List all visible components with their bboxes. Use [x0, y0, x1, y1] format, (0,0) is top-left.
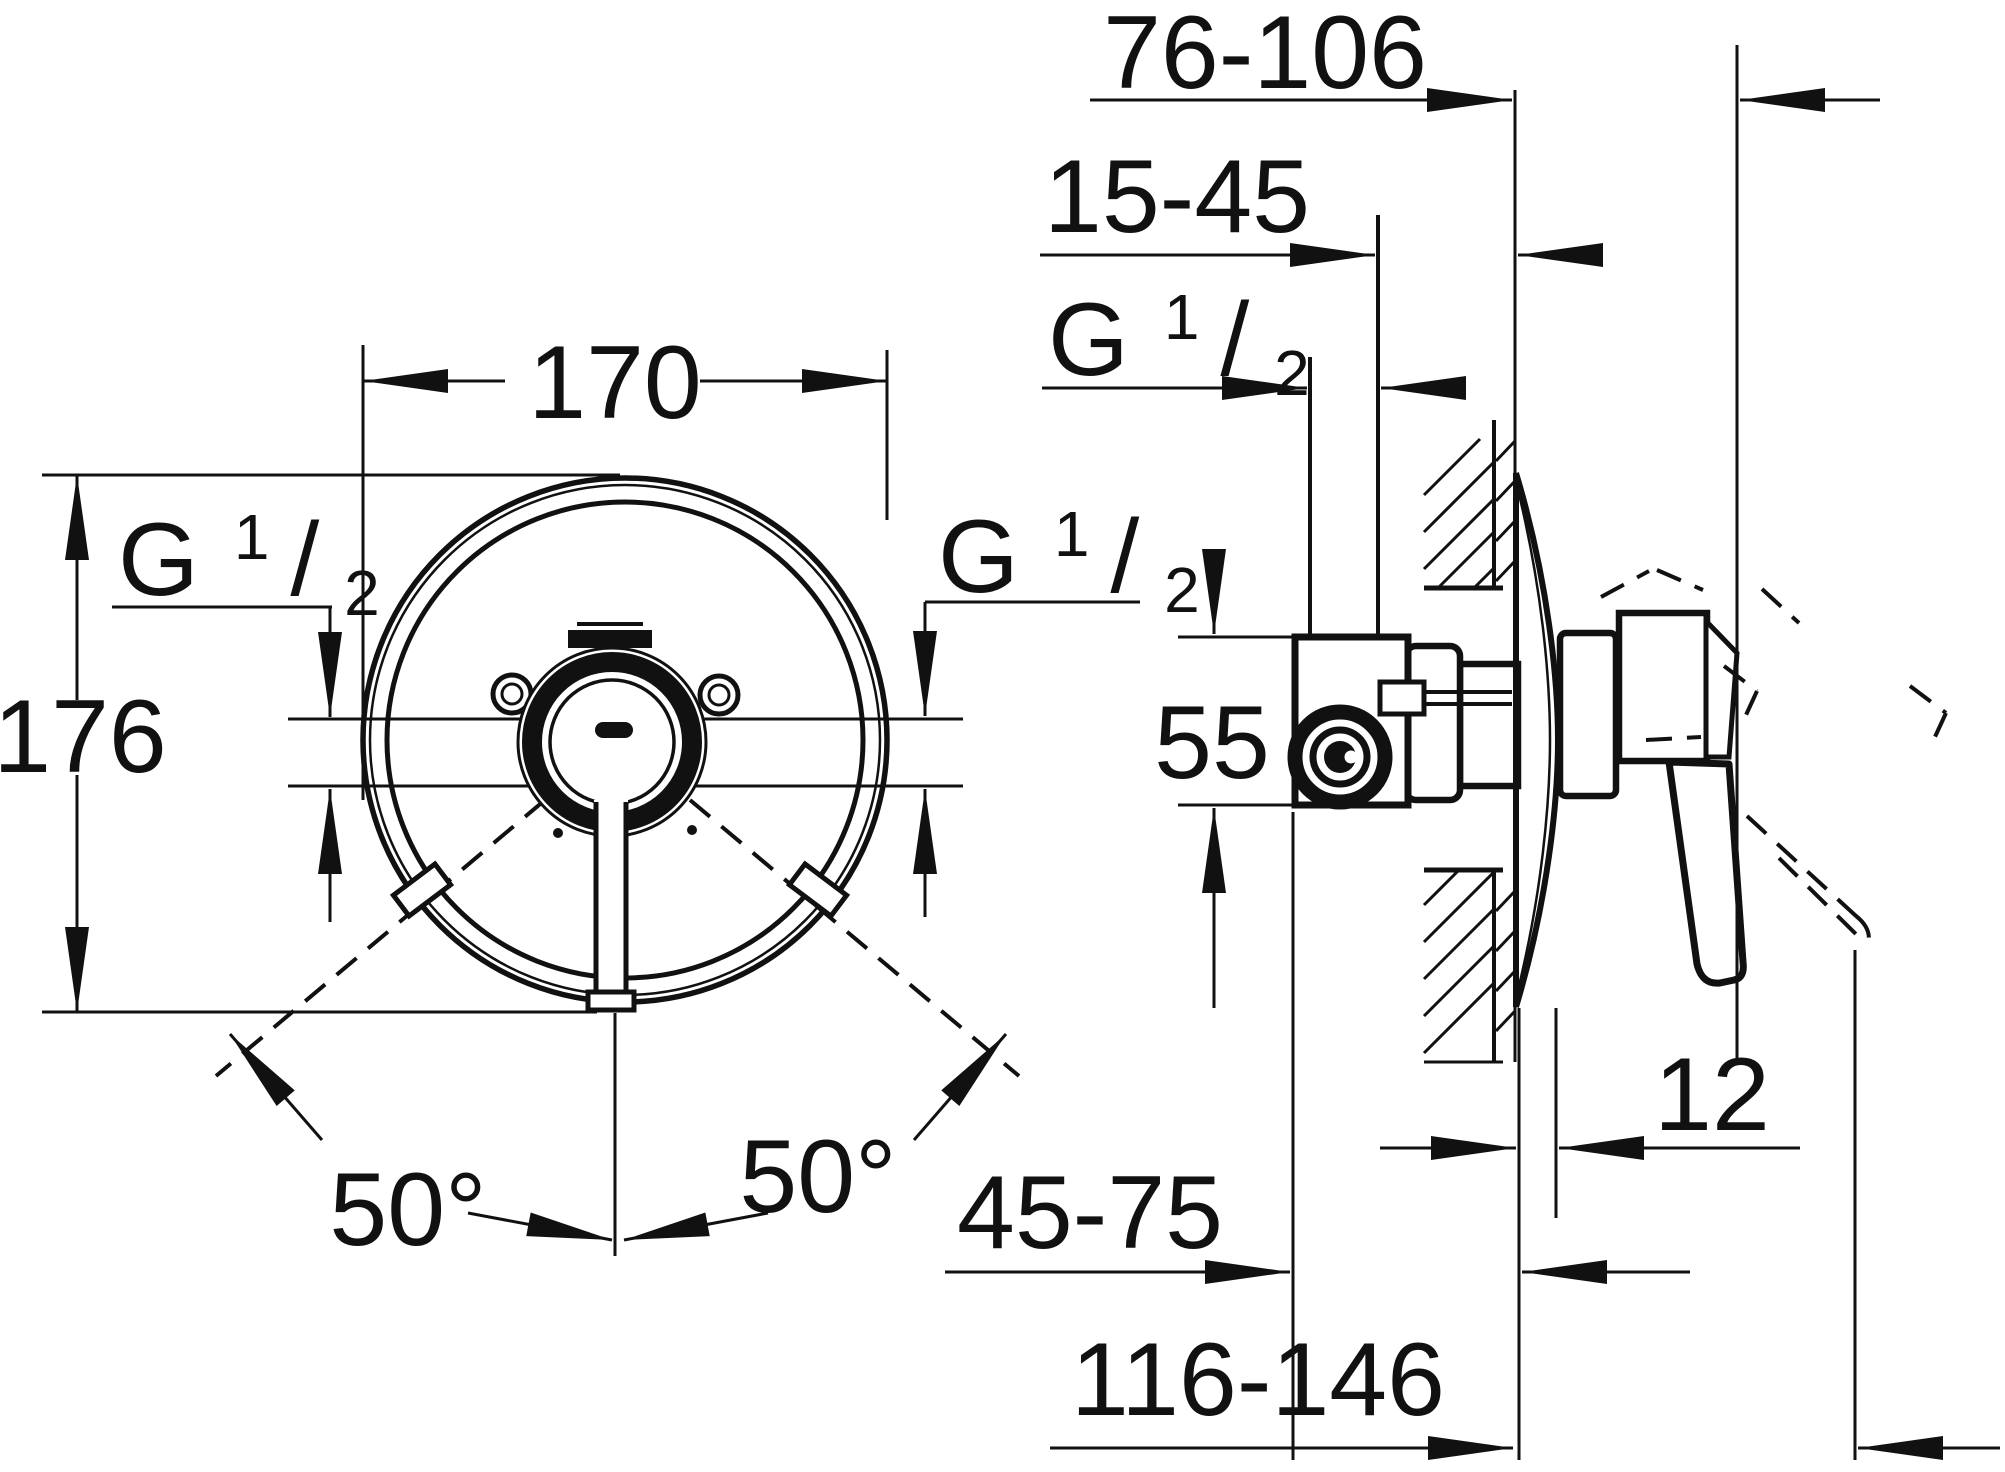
outlet-port [1287, 704, 1393, 810]
handle-phantom-positions [1600, 568, 1948, 951]
lever-front [585, 800, 637, 1013]
spindle-head [1377, 679, 1427, 717]
escutcheon-plate [1513, 472, 1562, 1008]
handle-sleeve [1556, 629, 1620, 800]
dim-label-body-to-wall: 45-75 [957, 1155, 1223, 1271]
dim-label-height: 176 [0, 679, 167, 795]
dimension-55: 55 [1154, 549, 1270, 1008]
dimension-g12-top: G 1 / 2 [1042, 246, 1466, 409]
dimension-116-146: 116-146 [1050, 1322, 2000, 1460]
front-view: 170 176 G 1 / 2 G 1 [0, 325, 1200, 1268]
swing-line-right [688, 798, 1021, 1078]
cartridge-neck [1456, 660, 1522, 790]
dimension-170: 170 [361, 325, 889, 800]
handle-swing-centerlines [214, 798, 1021, 1078]
handle-side [1556, 609, 1747, 987]
handle-cap-face [1703, 614, 1740, 760]
extension-lines [1178, 45, 1857, 1460]
dimension-50-right: 50° [623, 1033, 1008, 1242]
dim-label-overall-depth: 116-146 [1071, 1322, 1445, 1438]
dimension-12: 12 [1380, 1037, 1800, 1160]
wall-lower [1422, 867, 1517, 1064]
dim-label-plate-thickness: 12 [1654, 1037, 1770, 1153]
dimension-g12-front-left: G 1 / 2 [112, 466, 380, 922]
lever-end-cap [585, 989, 637, 1013]
hub-top-cap [568, 630, 652, 648]
grohe-logo-mark [595, 722, 633, 738]
dim-label-concealed-depth: 15-45 [1044, 139, 1310, 255]
dimension-76-106: 76-106 [1090, 0, 1880, 112]
dim-label-diameter: 170 [528, 325, 702, 441]
thread-label-front-left: G 1 / 2 [118, 466, 380, 629]
thread-label-top: G 1 / 2 [1048, 246, 1310, 409]
cartridge-hub [516, 622, 708, 838]
cartridge-cap [1402, 642, 1464, 804]
dimension-45-75: 45-75 [945, 1155, 1690, 1284]
dimension-176: 176 [0, 473, 620, 1014]
rim-tab-right [785, 860, 851, 920]
dimension-15-45: 15-45 [1040, 139, 1603, 267]
side-view: 76-106 15-45 G 1 / 2 55 12 [945, 0, 2000, 1460]
thread-label-front-right: G 1 / 2 [938, 463, 1200, 626]
valve-body [1287, 633, 1522, 810]
dimension-50-left: 50° [228, 1033, 613, 1268]
angle-label-left: 50° [329, 1152, 486, 1268]
lever-side [1665, 758, 1747, 987]
dimension-g12-front-right: G 1 / 2 [913, 463, 1200, 917]
hub-screw-right [687, 825, 697, 835]
rim-tabs [389, 860, 851, 920]
swing-line-left [214, 798, 547, 1078]
hub-screw-left [553, 828, 563, 838]
rim-tab-left [389, 860, 455, 920]
wall-upper [1422, 420, 1517, 591]
dim-label-wall-to-handle: 76-106 [1103, 0, 1427, 111]
riser-pipe-stub [1308, 215, 1380, 637]
dim-label-body-height: 55 [1154, 685, 1270, 801]
angle-label-right: 50° [739, 1119, 896, 1235]
